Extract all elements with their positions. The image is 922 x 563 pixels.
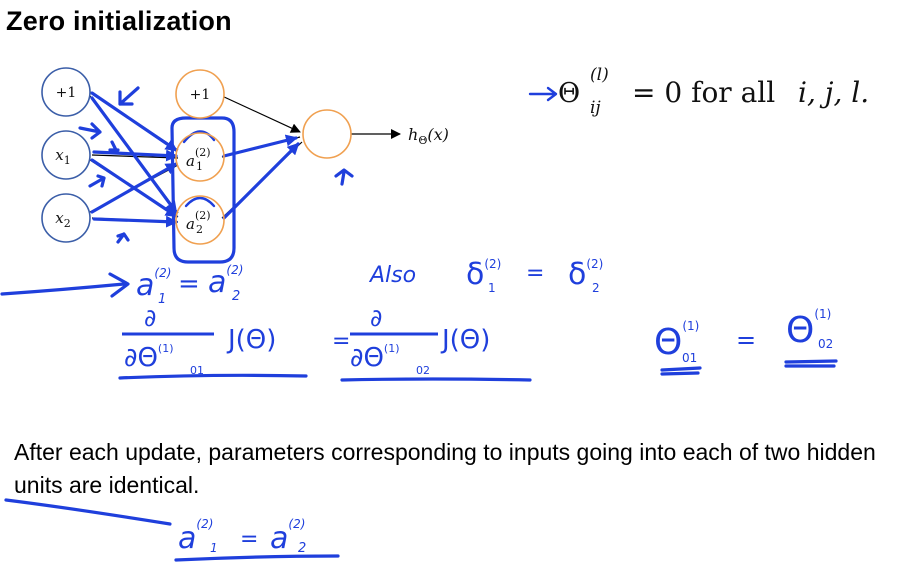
hw-bottom-eq: =: [240, 527, 258, 552]
input-x1-label: x1: [55, 146, 70, 167]
handwriting-derivatives: ∂ ∂Θ(1)01 J(Θ) = ∂ ∂Θ(1)02 J(Θ): [118, 304, 532, 382]
hw-eq1: =: [178, 269, 200, 299]
hw-delta1: δ(2)1: [466, 257, 501, 295]
ink-edge-a2-out: [222, 142, 300, 220]
hw-also: Also: [368, 263, 416, 288]
equation-rhs: = 0 for all: [632, 76, 775, 109]
hw-deriv-right-fn: J(Θ): [440, 325, 490, 355]
hw-delta2: δ(2)2: [568, 257, 603, 295]
ink-edge-x2-a1: [90, 162, 178, 214]
ink-underline-theta-right: [784, 359, 838, 368]
output-node: [302, 109, 352, 159]
hw-deriv-right-num: ∂: [370, 304, 382, 332]
hw-bottom-a1: a(2)1: [178, 517, 218, 556]
hw-deriv-right-den: ∂Θ(1)02: [350, 342, 430, 377]
input-bias-label: +1: [56, 85, 77, 101]
hw-delta-eq: =: [526, 261, 544, 286]
ink-edge-x1-a1: [92, 149, 178, 162]
equation-vars: i, j, l.: [798, 76, 869, 109]
ink-underline-left: [118, 373, 308, 380]
hw-bottom-a2: a(2)2: [270, 517, 306, 556]
hw-theta-left: Θ(1)01: [654, 319, 699, 365]
ink-bottom-stroke: [4, 498, 172, 526]
ink-tick-x1: [108, 140, 120, 152]
edge-hbias-out: [221, 95, 301, 133]
zero-init-equation: Θ (l) ij = 0 for all i, j, l.: [528, 65, 869, 118]
hidden-a1-label: a(2)1: [186, 146, 211, 173]
ink-a1-scribble: [182, 130, 216, 144]
input-x2-label: x2: [55, 209, 70, 230]
ink-underline-right: [340, 377, 532, 382]
ink-edge-a1-out: [222, 134, 298, 158]
equation-theta-sup: (l): [590, 65, 609, 85]
ink-edge-x2-a2: [92, 215, 178, 228]
ink-a2-scribble: [184, 196, 216, 208]
output-label: hΘ(x): [408, 125, 449, 147]
handwriting-bottom: a(2)1 = a(2)2: [4, 498, 340, 562]
hidden-bias-label: +1: [190, 87, 211, 103]
ink-edge-bias-a1: [90, 91, 178, 152]
handwriting-line1: a(2)1 = a(2)2 Also δ(2)1 = δ(2)2: [0, 257, 603, 307]
hw-a2: a(2)2: [208, 263, 243, 304]
hw-deriv-eq: =: [332, 329, 350, 354]
ink-tick-x2: [116, 232, 130, 244]
hw-a1: a(2)1: [136, 266, 171, 307]
ink-tick-x1-top: [78, 122, 102, 140]
equation-theta-sub: ij: [590, 98, 601, 118]
ink-long-arrow: [0, 272, 130, 298]
input-layer: +1 x1 x2: [41, 67, 91, 243]
hidden-a2-node: [175, 195, 225, 245]
ink-tick-bias: [118, 86, 140, 106]
ink-bottom-underline: [174, 554, 340, 562]
input-x1-node: [41, 130, 91, 180]
hidden-bias-node: [175, 69, 225, 119]
ink-hidden-box: [170, 116, 236, 264]
ink-tick-output: [334, 168, 354, 186]
hidden-a2-label: a(2)2: [186, 209, 211, 236]
output-layer: hΘ(x): [302, 109, 449, 159]
handwriting-theta: Θ(1)01 = Θ(1)02: [654, 307, 838, 376]
input-x2-node: [41, 193, 91, 243]
ink-underline-theta-left: [660, 366, 702, 376]
hw-deriv-left-den: ∂Θ(1)01: [124, 342, 204, 377]
caption-text: After each update, parameters correspond…: [14, 439, 876, 498]
ink-arrow-equation: [528, 86, 558, 102]
ink-tick-x2-top: [88, 174, 106, 188]
equation-theta: Θ: [558, 78, 580, 109]
hw-deriv-left-fn: J(Θ): [226, 325, 276, 355]
hw-theta-eq: =: [736, 326, 756, 354]
hw-theta-right: Θ(1)02: [786, 307, 833, 351]
hw-deriv-left-num: ∂: [144, 304, 156, 332]
hidden-a1-node: [175, 132, 225, 182]
input-bias-node: [41, 67, 91, 117]
hidden-layer: +1 a(2)1 a(2)2: [175, 69, 225, 245]
ink-edges: [78, 86, 354, 264]
slide-title: Zero initialization: [6, 6, 232, 36]
